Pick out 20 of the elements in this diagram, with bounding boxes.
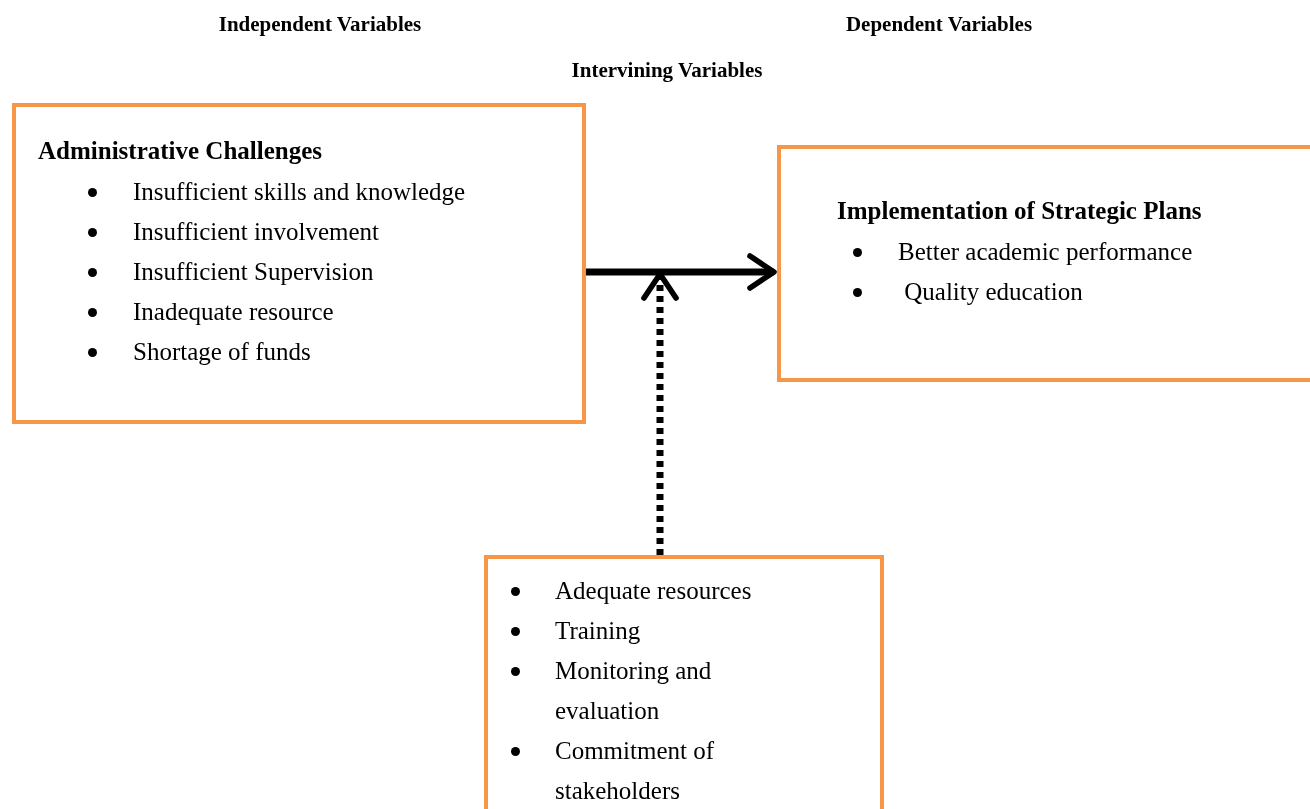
list-item: Commitment of stakeholders [555,736,716,806]
list-item: Training [555,616,642,646]
list-item: Adequate resources [555,576,753,606]
column-heading: Independent Variables [218,12,422,37]
list-item: Shortage of funds [133,337,312,367]
variable-box [484,555,884,809]
list-item: Insufficient involvement [133,217,380,247]
list-item: Insufficient skills and knowledge [133,177,467,207]
box-heading: Implementation of Strategic Plans [837,197,1202,225]
column-heading: Intervining Variables [571,58,763,83]
column-heading: Dependent Variables [845,12,1033,37]
list-item: Quality education [903,277,1084,307]
list-item: Monitoring and evaluation [555,656,713,726]
variable-box [12,103,586,424]
arrow [586,253,777,291]
variable-box [777,145,1310,382]
box-heading: Administrative Challenges [38,137,323,165]
list-item: Better academic performance [898,237,1194,267]
list-item: Inadequate resource [133,297,335,327]
list-item: Insufficient Supervision [133,257,375,287]
